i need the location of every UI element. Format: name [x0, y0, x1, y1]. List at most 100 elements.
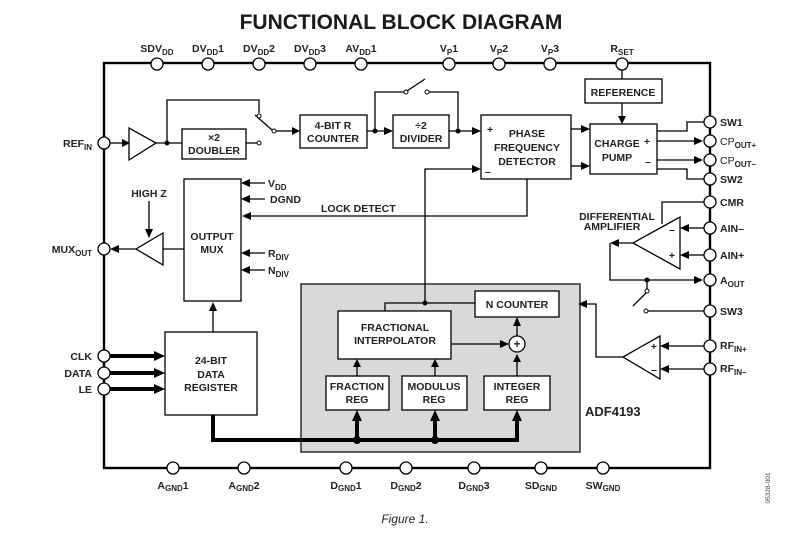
svg-text:÷2: ÷2 [415, 120, 427, 132]
pin-sdgnd[interactable]: SDGND [525, 461, 558, 493]
pin-cpout-plus[interactable]: CPOUT+ [703, 134, 756, 150]
mux-input-vdd: VDD [241, 178, 287, 192]
svg-text:PUMP: PUMP [602, 152, 632, 164]
doubler-block: ×2 DOUBLER [181, 128, 247, 160]
svg-text:INTERPOLATOR: INTERPOLATOR [354, 335, 436, 347]
svg-text:VP2: VP2 [490, 43, 508, 57]
output-mux-block: OUTPUT MUX [183, 178, 242, 302]
svg-text:AOUT: AOUT [720, 275, 745, 289]
modulus-reg-block: MODULUS REG [401, 375, 468, 411]
svg-text:REGISTER: REGISTER [184, 382, 238, 394]
svg-text:RFIN+: RFIN+ [720, 340, 747, 354]
svg-text:MODULUS: MODULUS [407, 381, 460, 393]
pin-cmr[interactable]: CMR [703, 195, 744, 209]
svg-text:+: + [513, 337, 520, 351]
svg-text:CMR: CMR [720, 197, 744, 209]
svg-text:SW1: SW1 [720, 117, 743, 129]
svg-text:CLK: CLK [70, 351, 92, 363]
svg-text:DGND: DGND [270, 194, 301, 206]
svg-text:–: – [645, 156, 651, 168]
pin-clk[interactable]: CLK [70, 349, 111, 363]
integer-reg-block: INTEGER REG [483, 375, 551, 411]
document-id: 05328-001 [765, 472, 772, 503]
svg-text:AMPLIFIER: AMPLIFIER [584, 221, 641, 233]
doubler-bypass-switch [254, 113, 277, 134]
pin-dgnd1[interactable]: DGND1 [330, 461, 362, 493]
svg-text:OUTPUT: OUTPUT [190, 231, 234, 243]
pin-avdd1[interactable]: AVDD1 [345, 43, 377, 71]
pin-cpout-minus[interactable]: CPOUT– [703, 153, 756, 169]
pin-agnd2[interactable]: AGND2 [228, 461, 260, 493]
pin-dgnd2[interactable]: DGND2 [390, 461, 422, 493]
diff-amp-label: DIFFERENTIAL [579, 211, 655, 223]
pin-sw3[interactable]: SW3 [703, 304, 743, 318]
svg-text:–: – [651, 364, 657, 376]
pin-aout[interactable]: AOUT [703, 273, 745, 289]
svg-text:DVDD3: DVDD3 [294, 43, 326, 57]
pin-agnd1[interactable]: AGND1 [157, 461, 189, 493]
pin-vp1[interactable]: VP1 [440, 43, 458, 71]
svg-text:DATA: DATA [64, 368, 92, 380]
pin-dvdd1[interactable]: DVDD1 [192, 43, 224, 71]
svg-text:REG: REG [346, 394, 369, 406]
bottom-pins: AGND1 AGND2 DGND1 DGND2 DGND3 SDGND SWGN… [157, 461, 621, 493]
figure-caption: Figure 1. [381, 512, 428, 526]
pin-swgnd[interactable]: SWGND [586, 461, 621, 493]
pin-ain-plus[interactable]: AIN+ [703, 248, 744, 262]
reference-block: REFERENCE [584, 78, 663, 104]
svg-text:VP1: VP1 [440, 43, 458, 57]
svg-text:REG: REG [506, 394, 529, 406]
pin-ain-minus[interactable]: AIN– [703, 221, 744, 235]
svg-text:4-BIT R: 4-BIT R [315, 120, 352, 132]
svg-text:AIN+: AIN+ [720, 250, 744, 262]
pin-dvdd2[interactable]: DVDD2 [243, 43, 275, 71]
pin-rfin-plus[interactable]: RFIN+ [703, 339, 747, 354]
part-number-label: ADF4193 [585, 404, 641, 419]
svg-text:24-BIT: 24-BIT [195, 355, 228, 367]
svg-text:PHASE: PHASE [509, 128, 545, 140]
summing-junction: + [508, 335, 526, 353]
svg-text:VDD: VDD [268, 178, 287, 192]
svg-text:FRACTIONAL: FRACTIONAL [361, 322, 430, 334]
pin-muxout[interactable]: MUXOUT [52, 242, 111, 258]
data-register-block: 24-BIT DATA REGISTER [164, 331, 258, 416]
divider-bypass-switch [403, 78, 430, 95]
svg-text:RSET: RSET [610, 43, 633, 57]
svg-text:DVDD2: DVDD2 [243, 43, 275, 57]
charge-pump-block: CHARGE PUMP + – [589, 123, 658, 175]
pin-sdvdd[interactable]: SDVDD [140, 43, 174, 71]
svg-text:DGND3: DGND3 [458, 480, 489, 493]
pin-dgnd3[interactable]: DGND3 [458, 461, 490, 493]
pin-vp2[interactable]: VP2 [490, 43, 508, 71]
pin-dvdd3[interactable]: DVDD3 [294, 43, 326, 71]
pin-refin[interactable]: REFIN [63, 136, 111, 152]
svg-text:CHARGE: CHARGE [594, 138, 640, 150]
pin-le[interactable]: LE [79, 382, 111, 396]
pin-vp3[interactable]: VP3 [541, 43, 559, 71]
svg-text:–: – [669, 224, 675, 236]
svg-text:–: – [485, 166, 491, 178]
mux-input-rdiv: RDIV [241, 248, 290, 262]
phase-frequency-detector-block: + – PHASE FREQUENCY DETECTOR [480, 114, 572, 180]
svg-text:AGND2: AGND2 [228, 480, 259, 493]
pin-rset[interactable]: RSET [610, 43, 634, 71]
rf-input-amplifier [621, 334, 661, 381]
pin-sw2[interactable]: SW2 [703, 172, 743, 186]
svg-text:AVDD1: AVDD1 [345, 43, 376, 57]
ref-buffer-amplifier [128, 126, 158, 162]
svg-text:RFIN–: RFIN– [720, 363, 747, 377]
muxout-tristate-buffer [134, 231, 164, 267]
svg-text:DIVIDER: DIVIDER [400, 133, 443, 145]
pin-sw1[interactable]: SW1 [703, 115, 743, 129]
pin-rfin-minus[interactable]: RFIN– [703, 362, 747, 377]
diagram-title: FUNCTIONAL BLOCK DIAGRAM [240, 11, 563, 34]
svg-text:COUNTER: COUNTER [307, 133, 359, 145]
pin-data[interactable]: DATA [64, 366, 111, 380]
r-counter-block: 4-BIT R COUNTER [299, 114, 368, 149]
n-counter-block: N COUNTER [474, 290, 560, 318]
svg-text:×2: ×2 [208, 132, 220, 144]
svg-text:+: + [644, 136, 650, 148]
svg-text:SWGND: SWGND [586, 480, 621, 493]
svg-text:REFIN: REFIN [63, 138, 92, 152]
